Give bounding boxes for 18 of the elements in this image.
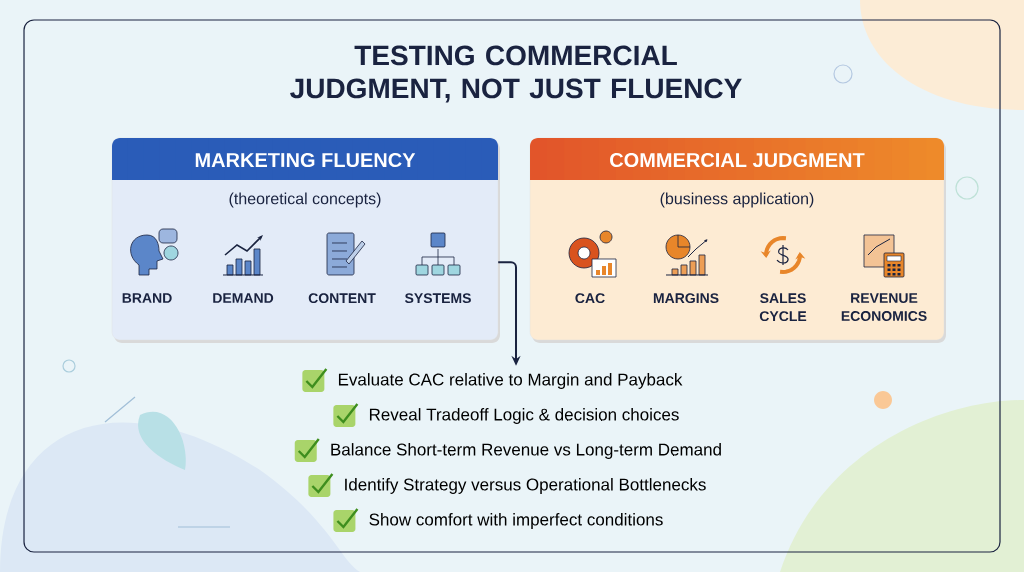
checklist-item: Identify Strategy versus Operational Bottlenecks xyxy=(345,478,706,494)
panel-header: COMMERCIAL JUDGMENT xyxy=(530,138,944,180)
checklist-item: Evaluate CAC relative to Margin and Payback xyxy=(338,373,683,389)
checklist-item: Balance Short-term Revenue vs Long-term Demand xyxy=(331,443,721,459)
item-label: DEMAND xyxy=(213,293,274,303)
item-label: REVENUE ECONOMICS xyxy=(841,293,927,321)
panel-subtitle: (business application) xyxy=(660,192,814,208)
checklist-item: Reveal Tradeoff Logic & decision choices xyxy=(369,408,679,424)
title: TESTING COMMERCIAL JUDGMENT, NOT JUST FLUENCY xyxy=(290,45,742,103)
item-label: MARGINS xyxy=(653,293,719,304)
panel-subtitle: (theoretical concepts) xyxy=(229,192,381,208)
item-label: SALES CYCLE xyxy=(759,293,807,322)
item-label: SYSTEMS xyxy=(404,293,471,304)
panel-header: MARKETING FLUENCY xyxy=(112,138,498,180)
checklist-item: Show comfort with imperfect conditions xyxy=(369,513,663,529)
item-label: CONTENT xyxy=(308,293,376,304)
item-label: BRAND xyxy=(122,293,172,303)
item-label: CAC xyxy=(575,293,605,304)
